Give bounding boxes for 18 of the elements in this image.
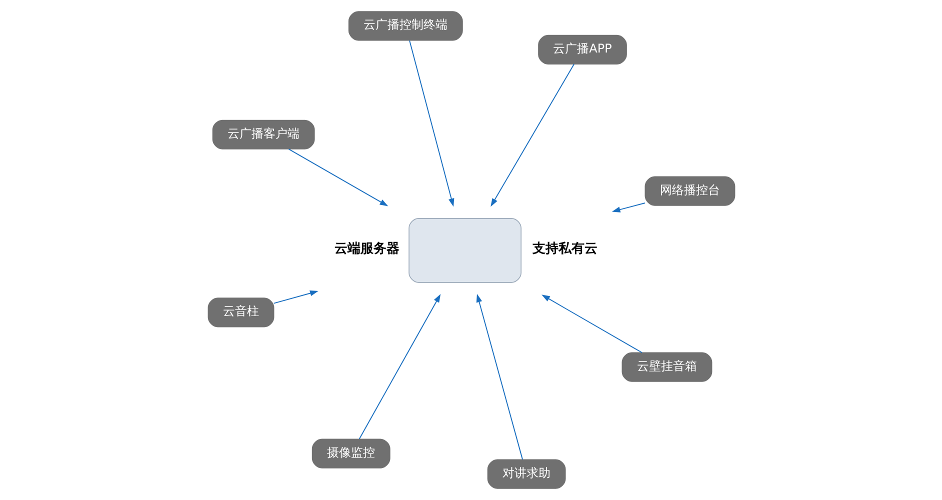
arrow [541, 294, 642, 354]
arrow [288, 148, 388, 206]
node-box: 摄像监控 [311, 438, 390, 468]
node-label: 云端服务器 [334, 242, 400, 257]
arrow [476, 294, 522, 460]
node-box: 对讲求助 [486, 459, 566, 489]
arrow [358, 294, 440, 440]
node-label: 支持私有云 [532, 242, 597, 257]
node-box: 云音柱 [207, 298, 274, 328]
node-box: 云壁挂音箱 [621, 352, 712, 382]
arrow [490, 64, 574, 207]
node-box: 云广播客户端 [212, 120, 314, 150]
arrow [272, 290, 318, 304]
node-box: 云广播控制终端 [348, 11, 462, 41]
arrow [611, 202, 645, 212]
node-box: 网络播控台 [644, 176, 735, 206]
arrow [408, 40, 454, 207]
node-box: 云广播APP [538, 34, 626, 64]
